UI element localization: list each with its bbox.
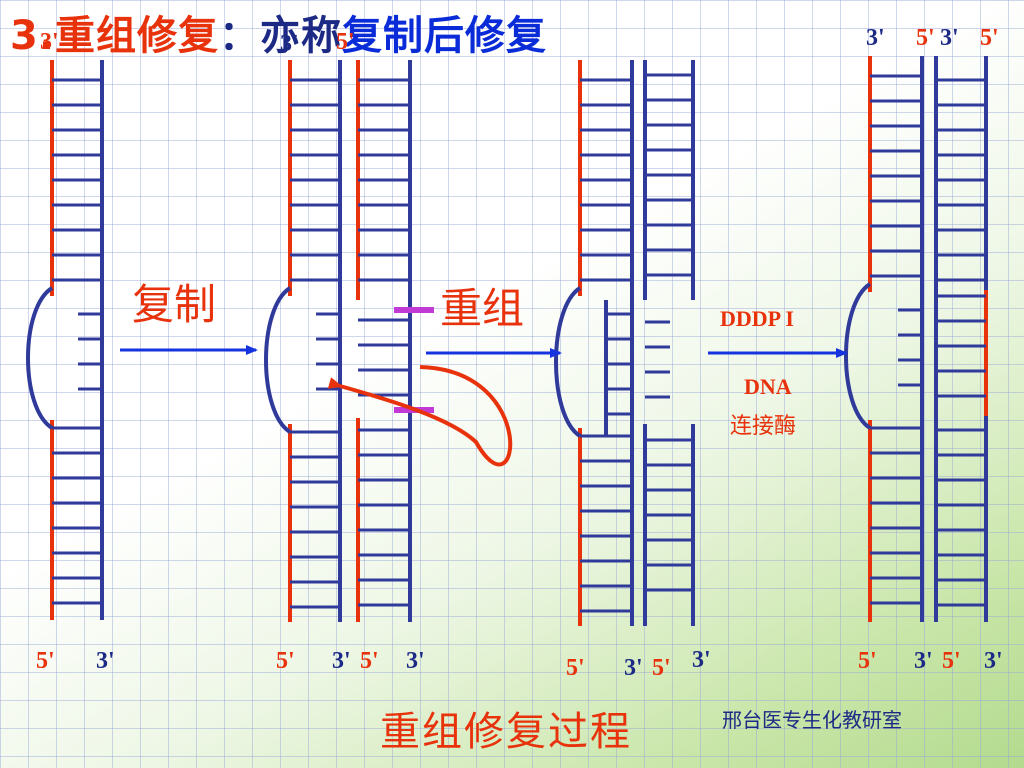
label-p1-bottom-3: 3' <box>96 648 115 674</box>
label-p3-bottom-3a: 3' <box>624 655 643 681</box>
label-p4-bottom-3a: 3' <box>914 648 933 674</box>
strand-bulge <box>554 286 582 438</box>
panel-after-replication <box>264 60 412 622</box>
title-number: 3. <box>10 13 56 59</box>
strand-bulge <box>844 282 872 430</box>
enzyme-label-ligase: 连接酶 <box>730 414 797 439</box>
step-label-replication: 复制 <box>132 280 217 329</box>
label-p2-bottom-5: 5' <box>276 648 295 674</box>
label-p3-bottom-5: 5' <box>566 655 585 681</box>
strand-bulge <box>26 286 54 430</box>
recombination-curved-arrow <box>327 365 513 467</box>
page-title: 3.重组修复：亦称复制后修复 <box>10 16 547 56</box>
label-p4-bottom-3b: 3' <box>984 648 1003 674</box>
strand-bulge <box>264 286 292 434</box>
diagram-caption: 重组修复过程 <box>380 709 632 755</box>
label-p2-bottom-5b: 5' <box>360 648 379 674</box>
enzyme-label-dna: DNA <box>744 374 792 399</box>
panel-after-recombination <box>554 60 695 626</box>
label-p4-top-a: 3' <box>866 25 885 51</box>
title-alias: 复制后修复 <box>342 13 548 59</box>
label-p2-top-mid: 5' <box>336 29 355 55</box>
label-p3-bottom-3b: 3' <box>692 647 711 673</box>
panel-damaged-dna <box>26 60 104 620</box>
enzyme-label-polymerase: DDDP I <box>720 306 794 331</box>
label-p2-top-left: 3' <box>280 31 299 57</box>
title-alias-prefix: ：亦称 <box>219 13 343 59</box>
credit-text: 邢台医专生化教研室 <box>722 708 902 732</box>
label-p1-bottom-5: 5' <box>36 648 55 674</box>
label-p4-bottom-5b: 5' <box>942 648 961 674</box>
panel-repaired <box>844 56 988 622</box>
title-name: 重组修复 <box>55 13 220 59</box>
label-p4-bottom-5: 5' <box>858 648 877 674</box>
step-label-recombination: 重组 <box>440 284 525 333</box>
label-p2-bottom-3b: 3' <box>406 648 425 674</box>
label-p4-top-c: 3' <box>940 25 959 51</box>
label-p1-top-left: 3' <box>40 29 59 55</box>
label-p3-bottom-5b: 5' <box>652 655 671 681</box>
label-p2-bottom-3a: 3' <box>332 648 351 674</box>
label-p4-top-b: 5' <box>916 25 935 51</box>
label-p4-top-d: 5' <box>980 25 999 51</box>
